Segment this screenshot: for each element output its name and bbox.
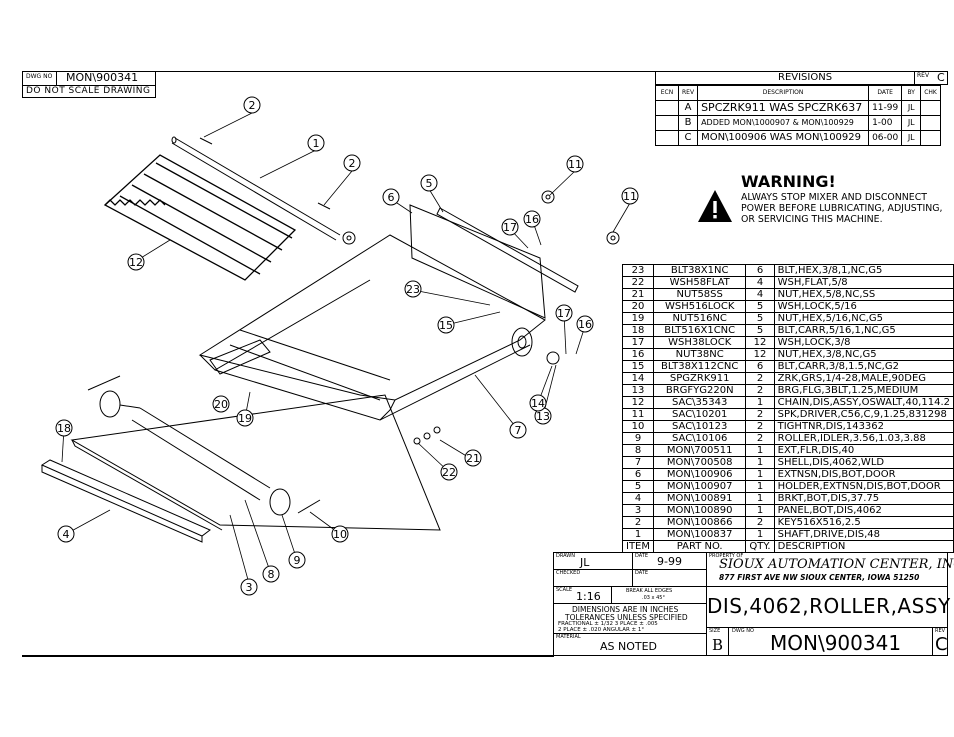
tb-hline-2 bbox=[553, 586, 948, 587]
shell bbox=[198, 234, 546, 421]
bottom-bracket bbox=[40, 459, 211, 543]
tightener bbox=[87, 375, 321, 514]
key bbox=[317, 202, 331, 210]
tb-vline-left bbox=[706, 552, 707, 656]
property-label: PROPERTY OF bbox=[709, 553, 744, 559]
bill-of-materials: 23 BLT38X1NC 6 BLT,HEX,3/8,1,NC,G5 22 WS… bbox=[621, 264, 954, 553]
bom-qty: 12 bbox=[745, 348, 775, 361]
material-label: MATERIAL bbox=[556, 634, 581, 640]
scale-value: 1:16 bbox=[576, 590, 601, 603]
rev-desc: SPCZRK911 WAS SPCZRK637 bbox=[697, 100, 870, 116]
scale-label: SCALE bbox=[556, 587, 573, 593]
leader-lines bbox=[61, 112, 631, 588]
bom-row: 6 MON\100906 1 EXTNSN,DIS,BOT,DOOR bbox=[621, 468, 954, 481]
size-value: B bbox=[712, 636, 724, 654]
bom-row: 15 BLT38X112CNC 6 BLT,CARR,3/8,1.5,NC,G2 bbox=[621, 360, 954, 373]
rev-by: JL bbox=[901, 130, 922, 146]
revision-row: C MON\100906 WAS MON\100929 06-00 JL bbox=[655, 130, 941, 146]
bottom-border bbox=[22, 655, 554, 657]
warning-triangle-icon bbox=[698, 190, 732, 222]
rev-letter: C bbox=[677, 130, 699, 146]
revisions-header bbox=[655, 71, 948, 85]
checked-label: CHECKED bbox=[556, 570, 581, 576]
revision-row: B ADDED MON\1000907 & MON\100929 1-00 JL bbox=[655, 115, 941, 131]
sprocket bbox=[342, 190, 620, 245]
drawn-value: JL bbox=[580, 556, 590, 569]
tb-hline-5 bbox=[706, 627, 948, 628]
date-value: 9-99 bbox=[657, 555, 682, 568]
warning-line-1: ALWAYS STOP MIXER AND DISCONNECT bbox=[741, 192, 927, 203]
do-not-scale: DO NOT SCALE DRAWING bbox=[26, 86, 151, 96]
bom-row: 17 WSH38LOCK 12 WSH,LOCK,3/8 bbox=[621, 336, 954, 349]
material-value: AS NOTED bbox=[600, 640, 658, 653]
dwg-value: MON\900341 bbox=[770, 631, 902, 655]
tb-rev-label: REV bbox=[935, 628, 946, 634]
tb-vline-scale bbox=[611, 586, 612, 603]
bom-row: 9 SAC\10106 2 ROLLER,IDLER,3.56,1.03,3.8… bbox=[621, 432, 954, 445]
dwg-no-divider bbox=[56, 71, 57, 86]
dims-line-2: TOLERANCES UNLESS SPECIFIED bbox=[565, 613, 688, 622]
bearing bbox=[546, 351, 560, 365]
bom-row: 11 SAC\10201 2 SPK,DRIVER,C56,C,9,1.25,8… bbox=[621, 408, 954, 421]
tb-rev-value: C bbox=[935, 634, 948, 655]
warning-title: WARNING! bbox=[741, 172, 836, 191]
rev-date: 06-00 bbox=[868, 130, 903, 146]
bom-row: 7 MON\700508 1 SHELL,DIS,4062,WLD bbox=[621, 456, 954, 469]
bolt-set bbox=[413, 426, 441, 445]
bottom-panel bbox=[70, 394, 441, 531]
company-address: 877 FIRST AVE NW SIOUX CENTER, IOWA 5125… bbox=[719, 573, 920, 582]
break-edges-2: .03 x 45° bbox=[642, 595, 665, 601]
dims-line-1: DIMENSIONS ARE IN INCHES bbox=[572, 605, 679, 614]
revisions-table: ECN REV DESCRIPTION DATE BY CHK A SPCZRK… bbox=[655, 85, 941, 146]
rev-chk bbox=[920, 130, 941, 146]
tb-hline-1 bbox=[553, 569, 706, 570]
do-not-scale-box bbox=[22, 85, 156, 98]
chain-assembly bbox=[103, 154, 297, 281]
bom-row: 13 BRGFYG220N 2 BRG,FLG,3BLT,1.25,MEDIUM bbox=[621, 384, 954, 397]
bom-row: 4 MON\100891 1 BRKT,BOT,DIS,37.75 bbox=[621, 492, 954, 505]
dwg-no-value: MON\900341 bbox=[66, 71, 139, 84]
rev-desc: MON\100906 WAS MON\100929 bbox=[697, 130, 870, 146]
revision-row: A SPCZRK911 WAS SPCZRK637 11-99 JL bbox=[655, 100, 941, 116]
top-border bbox=[156, 71, 656, 72]
rev-divider bbox=[914, 71, 915, 85]
rev-by: JL bbox=[901, 100, 922, 116]
bom-qty: 5 bbox=[745, 312, 775, 325]
break-edges: BREAK ALL EDGES bbox=[626, 588, 673, 594]
key bbox=[199, 137, 213, 145]
drawn-label: DRAWN bbox=[556, 553, 575, 559]
bom-row: 21 NUT58SS 4 NUT,HEX,5/8,NC,SS bbox=[621, 288, 954, 301]
title-block bbox=[553, 552, 948, 656]
bom-row: 5 MON\100907 1 HOLDER,EXTNSN,DIS,BOT,DOO… bbox=[621, 480, 954, 493]
bom-row: 16 NUT38NC 12 NUT,HEX,3/8,NC,G5 bbox=[621, 348, 954, 361]
company-name: SIOUX AUTOMATION CENTER, INC. bbox=[719, 557, 954, 572]
dims-line-3: FRACTIONAL ± 1/32 3 PLACE ± .005 bbox=[558, 621, 658, 627]
tb-hline-3 bbox=[553, 603, 706, 604]
rev-label: REV bbox=[917, 72, 930, 79]
warning-line-2: POWER BEFORE LUBRICATING, ADJUSTING, bbox=[741, 203, 943, 214]
idler-roller bbox=[99, 390, 291, 516]
rev-value: C bbox=[937, 71, 945, 84]
size-label: SIZE bbox=[709, 628, 721, 634]
dims-line-4: 2 PLACE ± .020 ANGULAR ± 1° bbox=[558, 627, 645, 633]
tb-vline-size bbox=[728, 627, 729, 656]
revisions-header-row: ECN REV DESCRIPTION DATE BY CHK bbox=[655, 85, 941, 101]
date-label: DATE bbox=[635, 553, 649, 559]
dwg-no-label: DWG NO bbox=[26, 73, 53, 80]
door-extension bbox=[409, 204, 579, 319]
drive-shaft bbox=[171, 136, 341, 241]
dwg-label: DWG NO bbox=[732, 628, 754, 634]
drawing-title: DIS,4062,ROLLER,ASSY bbox=[707, 594, 951, 618]
warning-line-3: OR SERVICING THIS MACHINE. bbox=[741, 214, 883, 225]
bom-row: 23 BLT38X1NC 6 BLT,HEX,3/8,1,NC,G5 bbox=[621, 264, 954, 277]
tb-hline-4 bbox=[553, 633, 706, 634]
bom-row: 12 SAC\35343 1 CHAIN,DIS,ASSY,OSWALT,40,… bbox=[621, 396, 954, 409]
revisions-title: REVISIONS bbox=[778, 72, 833, 83]
checked-date-label: DATE bbox=[635, 570, 649, 576]
bom-row: 14 SPGZRK911 2 ZRK,GRS,1/4-28,MALE,90DEG bbox=[621, 372, 954, 385]
tb-vline-rev bbox=[932, 627, 933, 656]
